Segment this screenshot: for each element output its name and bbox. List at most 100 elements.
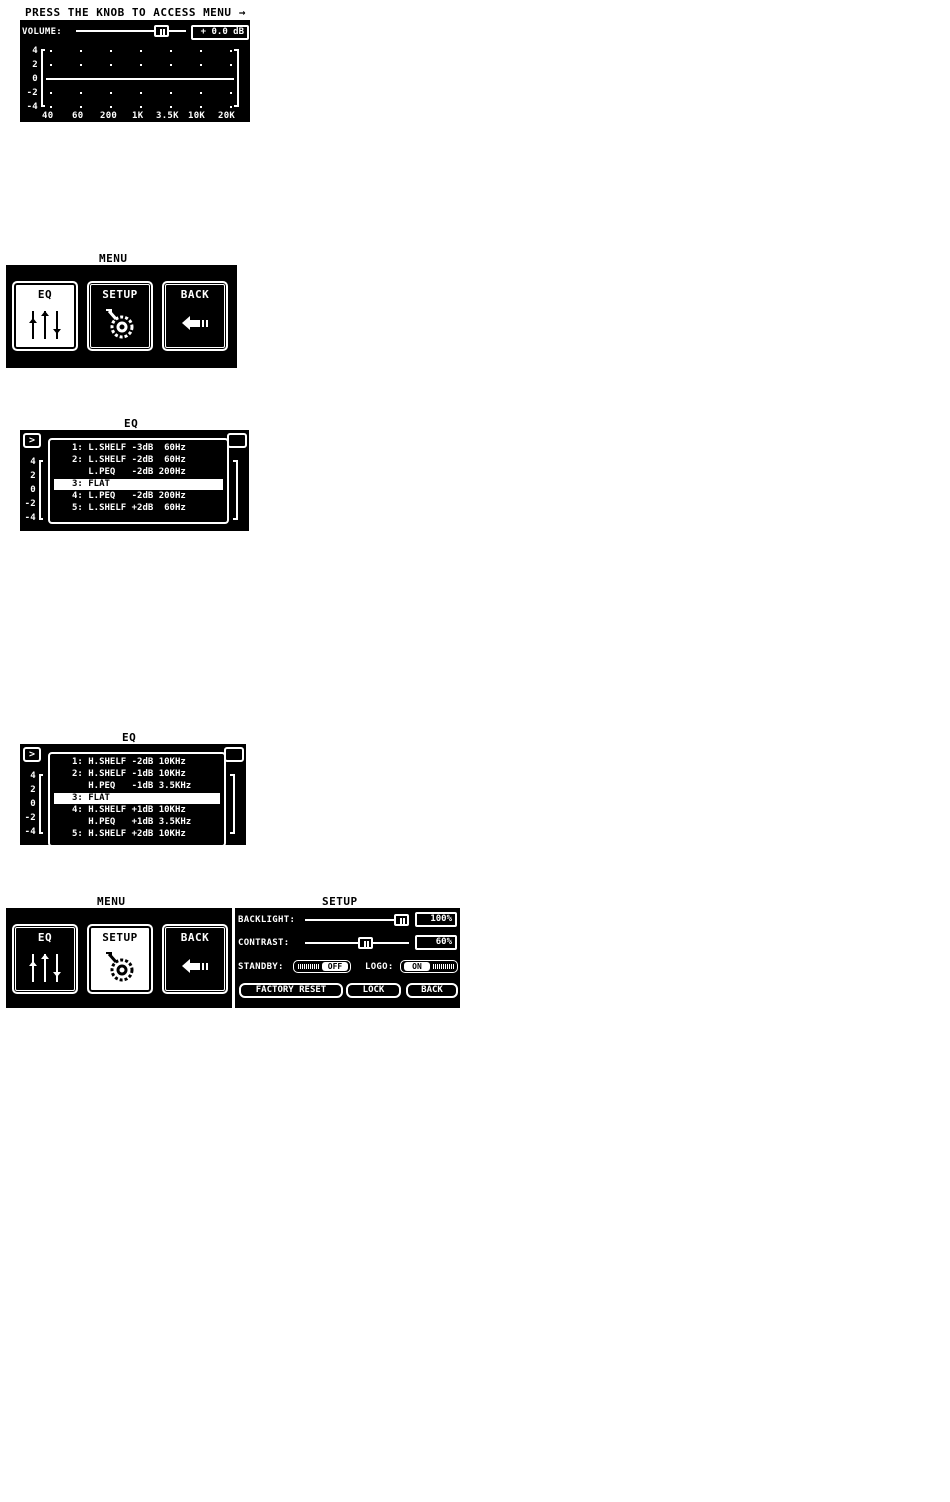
right-corner-button[interactable] — [224, 747, 244, 762]
backlight-label: BACKLIGHT: — [238, 915, 296, 925]
y-tick-label: -4 — [26, 102, 38, 112]
contrast-label: CONTRAST: — [238, 938, 290, 948]
eq-preset-item[interactable]: 5: L.SHELF +2dB 60Hz — [72, 503, 186, 513]
logo-toggle[interactable]: ON — [400, 960, 458, 973]
menu-screen: EQ SETUP BACK — [6, 265, 237, 368]
eq-preset-item[interactable]: 4: H.SHELF +1dB 10KHz — [72, 805, 186, 815]
menu-setup-button[interactable]: SETUP — [87, 281, 153, 351]
menu-setup-button[interactable]: SETUP — [87, 924, 153, 994]
y-tick-label: 4 — [30, 771, 36, 781]
graph-left-bracket — [39, 774, 43, 834]
backlight-slider-track[interactable] — [305, 919, 409, 921]
x-tick-label: 60 — [72, 111, 84, 121]
contrast-value: 60% — [415, 935, 457, 950]
menu-button-label: EQ — [37, 288, 53, 301]
menu-back-button[interactable]: BACK — [162, 924, 228, 994]
setup-title: SETUP — [322, 895, 358, 908]
eq-preset-item[interactable]: 1: H.SHELF -2dB 10KHz — [72, 757, 186, 767]
menu-button-label: SETUP — [102, 931, 138, 944]
y-tick-label: 2 — [30, 785, 36, 795]
y-tick-label: 4 — [32, 46, 38, 56]
graph-right-bracket — [233, 460, 238, 520]
eq-preset-item[interactable]: 1: L.SHELF -3dB 60Hz — [72, 443, 186, 453]
eq-preset-item[interactable]: 5: H.SHELF +2dB 10KHz — [72, 829, 186, 839]
chevron-right-icon[interactable]: > — [23, 433, 41, 448]
menu-title: MENU — [97, 895, 126, 908]
right-arrow-icon: → — [238, 6, 246, 19]
grid-dot — [80, 106, 82, 108]
x-tick-label: 10K — [188, 111, 206, 121]
y-tick-label: -4 — [24, 827, 36, 837]
eq-preset-item[interactable]: 2: H.SHELF -1dB 10KHz — [72, 769, 186, 779]
grid-dot — [230, 92, 232, 94]
contrast-slider-knob[interactable] — [358, 937, 374, 949]
setup-screen: BACKLIGHT: 100% CONTRAST: 60% STANDBY: O… — [235, 908, 460, 1008]
contrast-slider-track[interactable] — [305, 942, 409, 944]
eq-preset-item[interactable]: H.PEQ +1dB 3.5KHz — [72, 817, 192, 827]
grid-dot — [140, 92, 142, 94]
grid-dot — [140, 50, 142, 52]
grid-dot — [50, 64, 52, 66]
standby-toggle-value: OFF — [322, 962, 348, 971]
lock-button[interactable]: LOCK — [346, 983, 401, 998]
grid-dot — [110, 106, 112, 108]
eq-preset-item[interactable]: 3: FLAT — [54, 479, 223, 490]
x-tick-label: 40 — [42, 111, 54, 121]
eq-preset-item[interactable]: H.PEQ -1dB 3.5KHz — [72, 781, 192, 791]
chevron-right-icon[interactable]: > — [23, 747, 41, 762]
volume-label: VOLUME: — [22, 27, 63, 37]
grid-dot — [230, 64, 232, 66]
eq-preset-item[interactable]: 2: L.SHELF -2dB 60Hz — [72, 455, 186, 465]
grid-dot — [110, 64, 112, 66]
eq-preset-item[interactable]: 3: FLAT — [54, 793, 220, 804]
eq-title: EQ — [122, 731, 137, 744]
menu-eq-button[interactable]: EQ — [12, 924, 78, 994]
factory-reset-button[interactable]: FACTORY RESET — [239, 983, 343, 998]
grid-dot — [170, 106, 172, 108]
standby-toggle[interactable]: OFF — [293, 960, 351, 973]
eq-title: EQ — [124, 417, 139, 430]
grid-dot — [230, 106, 232, 108]
back-button[interactable]: BACK — [406, 983, 458, 998]
grid-dot — [200, 92, 202, 94]
grid-dot — [140, 106, 142, 108]
menu-eq-button[interactable]: EQ — [12, 281, 78, 351]
y-tick-label: -2 — [26, 88, 38, 98]
x-tick-label: 1K — [132, 111, 144, 121]
graph-left-bracket — [41, 49, 45, 107]
grid-dot — [200, 50, 202, 52]
volume-slider-knob[interactable] — [154, 25, 169, 37]
volume-value: + 0.0 dB — [191, 25, 249, 40]
y-tick-label: 4 — [30, 457, 36, 467]
grid-dot — [140, 64, 142, 66]
graph-right-bracket — [234, 49, 239, 107]
x-tick-label: 200 — [100, 111, 118, 121]
x-tick-label: 3.5K — [156, 111, 179, 121]
right-corner-button[interactable] — [227, 433, 247, 448]
eq-preset-list: 1: L.SHELF -3dB 60Hz 2: L.SHELF -2dB 60Hz… — [48, 438, 229, 524]
eq-sliders-icon — [14, 950, 76, 986]
wrench-gear-icon — [89, 950, 151, 986]
menu-button-label: BACK — [180, 931, 210, 944]
grid-dot — [50, 92, 52, 94]
volume-slider-track[interactable] — [76, 30, 186, 32]
wrench-gear-icon — [89, 307, 151, 343]
menu-button-label: SETUP — [102, 288, 138, 301]
grid-dot — [80, 50, 82, 52]
y-tick-label: 2 — [30, 471, 36, 481]
y-tick-label: 0 — [30, 799, 36, 809]
backlight-slider-knob[interactable] — [394, 914, 409, 926]
graph-right-bracket — [230, 774, 235, 834]
menu-back-button[interactable]: BACK — [162, 281, 228, 351]
back-arrow-icon — [164, 950, 226, 986]
menu-screen: EQ SETUP BACK — [6, 908, 232, 1008]
eq-preset-item[interactable]: L.PEQ -2dB 200Hz — [72, 467, 186, 477]
grid-dot — [200, 64, 202, 66]
grid-dot — [170, 92, 172, 94]
y-tick-label: -4 — [24, 513, 36, 523]
y-tick-label: 2 — [32, 60, 38, 70]
eq-preset-item[interactable]: 4: L.PEQ -2dB 200Hz — [72, 491, 186, 501]
grid-dot — [230, 50, 232, 52]
